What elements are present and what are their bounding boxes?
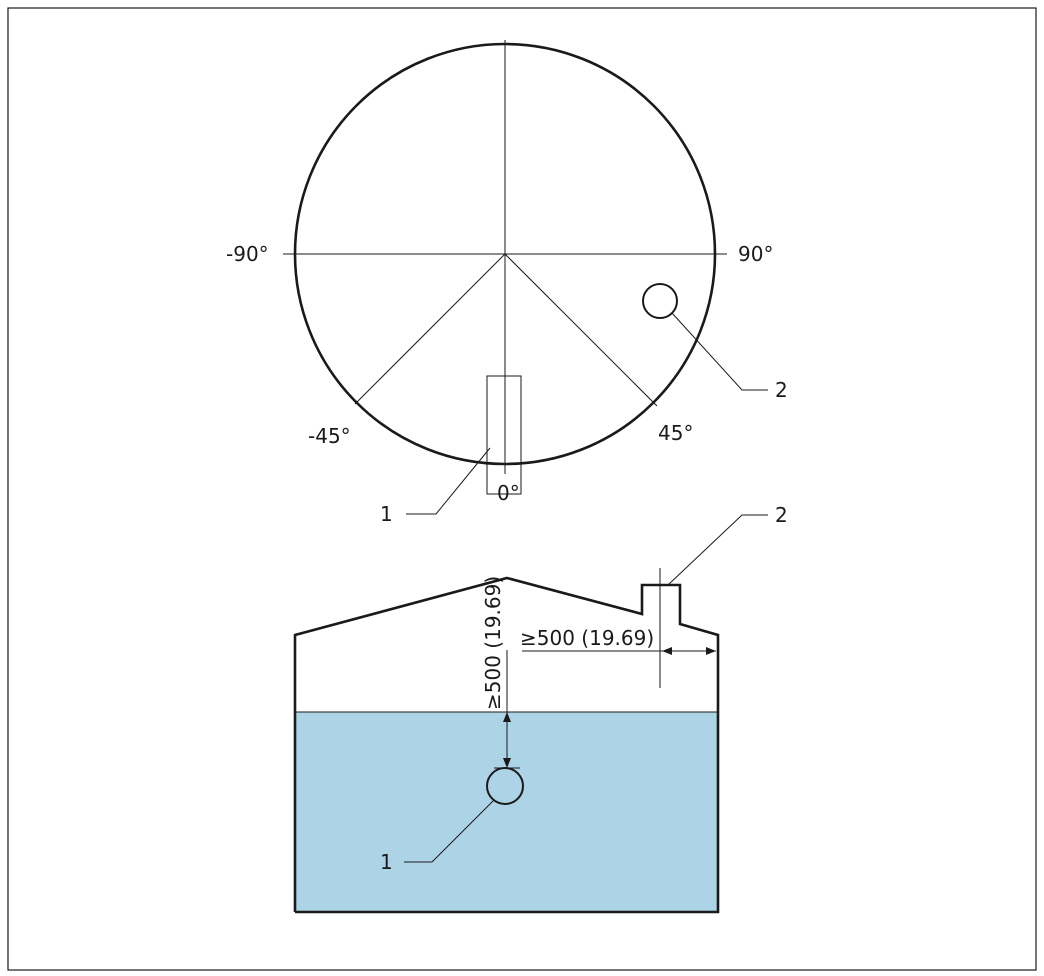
side-view: ≥500 (19.69) ≥500 (19.69) 1 2 (293, 503, 788, 914)
nozzle-circle (642, 283, 678, 319)
callout-2-side-label: 2 (775, 503, 788, 527)
horizontal-dimension-label: ≥500 (19.69) (520, 626, 654, 650)
device-position-box (486, 375, 522, 495)
callout-2-leader-side (667, 514, 768, 586)
angle-label-zero: 0° (497, 481, 520, 505)
callout-1-top-label: 1 (380, 502, 393, 526)
dim-arrow-right (706, 647, 716, 655)
angle-label-pos90: 90° (738, 242, 773, 266)
neg45-line (354, 253, 506, 405)
tank-side-outline (293, 576, 720, 914)
callout-1-leader-side (404, 799, 495, 863)
callout-2-leader-top (671, 312, 768, 391)
vertical-dimension-label: ≥500 (19.69) (481, 576, 505, 710)
callout-1-side-label: 1 (380, 850, 393, 874)
angle-label-pos45: 45° (658, 421, 693, 445)
angle-label-neg90: -90° (226, 242, 269, 266)
diagram-border (7, 7, 1037, 971)
pos45-line (504, 253, 658, 407)
device-circle (486, 767, 524, 805)
callout-2-top-label: 2 (775, 378, 788, 402)
angle-label-neg45: -45° (308, 424, 351, 448)
dim-arrow-up (503, 712, 511, 722)
top-view: -90° 90° -45° 45° 0° 2 1 (226, 40, 788, 526)
dim-arrow-down (503, 758, 511, 768)
callout-1-leader-top (406, 447, 491, 515)
dim-arrow-left (662, 647, 672, 655)
